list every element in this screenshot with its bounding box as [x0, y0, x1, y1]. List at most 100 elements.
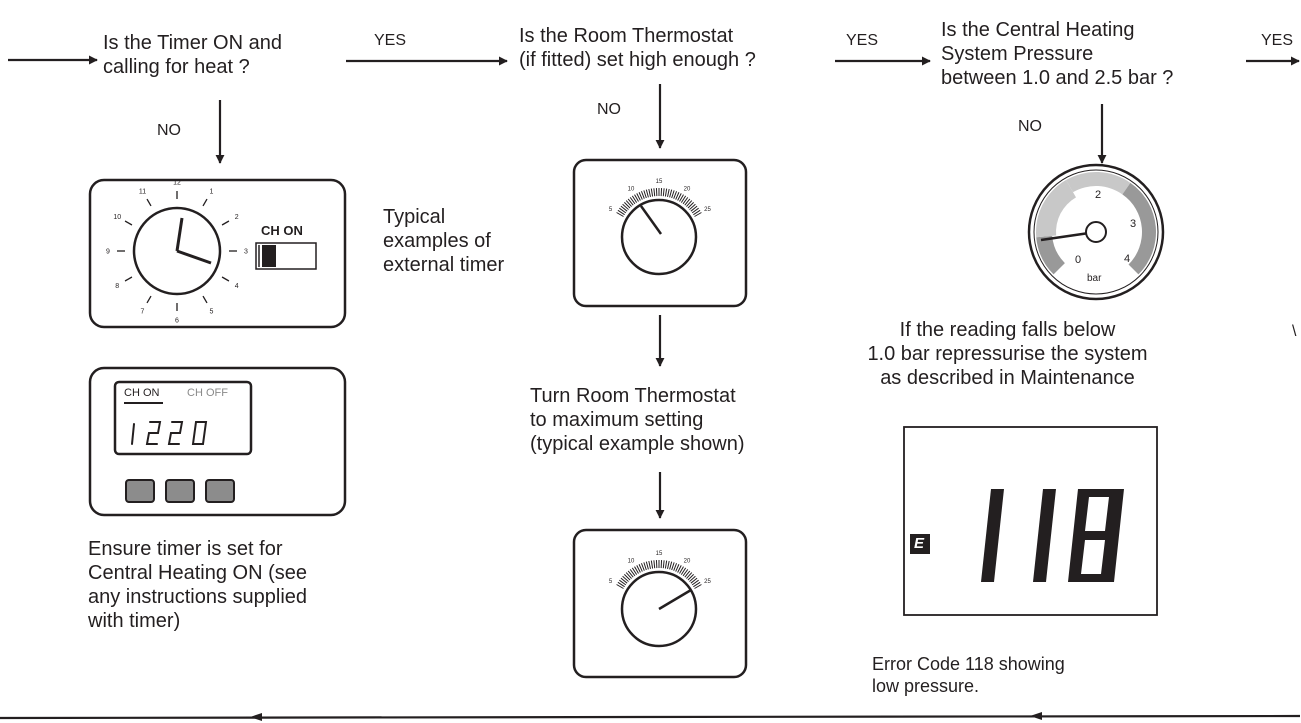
scale-tick: [675, 564, 680, 572]
scale-tick: [616, 584, 624, 589]
scale-tick: [640, 563, 645, 571]
scale-tick: [643, 190, 647, 199]
gauge-label: 0: [1075, 254, 1081, 266]
scale-tick: [648, 188, 651, 197]
scale-tick: [620, 205, 628, 212]
scale-tick: [671, 190, 675, 199]
thermostat-dial-low: [620, 198, 698, 276]
scale-tick: [664, 560, 668, 569]
scale-tick: [622, 203, 629, 210]
scale-tick: [664, 188, 668, 197]
scale-tick: [691, 579, 699, 586]
gauge-label: 4: [1124, 253, 1130, 265]
clock-tick: [221, 220, 230, 226]
clock-number: 7: [141, 308, 145, 315]
scale-tick: [693, 209, 701, 216]
scale-tick: [667, 560, 670, 569]
thermostat-instruction: Turn Room Thermostat to maximum setting …: [530, 385, 745, 455]
clock-number: 3: [244, 249, 248, 256]
scale-tick: [650, 188, 654, 197]
scale-tick: [690, 205, 698, 212]
scale-tick: [662, 560, 665, 569]
scale-tick: [689, 203, 696, 210]
gauge-band-light: [1035, 180, 1076, 238]
clock-minute-hand: [176, 249, 212, 265]
clock-number: 6: [175, 318, 179, 325]
timer-note: Typical examples of external timer: [383, 206, 505, 276]
no-label-1: NO: [157, 122, 181, 139]
clock-tick: [146, 295, 152, 304]
scale-tick: [689, 575, 696, 582]
scale-tick: [662, 188, 665, 197]
clock-hour-hand: [175, 217, 184, 252]
timer-button-1[interactable]: [125, 479, 155, 503]
ch-switch-label: CH ON: [261, 223, 303, 238]
scale-tick: [622, 575, 629, 582]
edge-fragment: \: [1292, 323, 1297, 340]
clock-number: 9: [106, 249, 110, 256]
scale-tick: [686, 200, 693, 207]
yes-label-3: YES: [1261, 32, 1294, 49]
scale-tick: [693, 581, 701, 588]
gauge-label: 1: [1061, 216, 1067, 228]
scale-tick: [653, 188, 656, 197]
error-code-digits: [981, 489, 1124, 582]
clock-number: 8: [115, 283, 119, 290]
scale-tick: [638, 564, 643, 572]
clock-number: 1: [210, 189, 214, 196]
scale-tick: [625, 572, 632, 579]
scale-label: 5: [609, 579, 613, 585]
scale-tick: [617, 581, 625, 588]
scale-tick: [627, 198, 634, 206]
scale-tick: [667, 188, 670, 197]
scale-label: 20: [684, 187, 691, 193]
scale-tick: [675, 192, 680, 200]
question-timer: Is the Timer ON and calling for heat ?: [103, 32, 282, 78]
scale-tick: [645, 189, 649, 198]
no-label-3: NO: [1018, 118, 1042, 135]
clock-tick: [146, 198, 152, 207]
gauge-unit-label: bar: [1087, 273, 1102, 284]
scale-tick: [650, 560, 654, 569]
scale-tick: [669, 561, 673, 570]
gauge-band-low: [1036, 235, 1065, 275]
scale-tick: [680, 195, 687, 203]
scale-tick: [682, 569, 689, 577]
return-arrowhead-1: [250, 713, 262, 721]
pressure-note: If the reading falls below 1.0 bar repre…: [867, 319, 1148, 389]
gauge-band-ok: [1066, 172, 1131, 195]
scale-tick: [680, 567, 687, 575]
scale-tick: [684, 198, 691, 206]
scale-tick: [673, 191, 678, 199]
error-prefix: E: [914, 535, 925, 552]
timer-button-3[interactable]: [205, 479, 235, 503]
digital-ch-on-label: CH ON: [124, 387, 160, 399]
thermostat-pointer-max: [658, 588, 692, 611]
scale-tick: [694, 584, 702, 589]
gauge-label: 2: [1095, 189, 1101, 201]
scale-tick: [673, 563, 678, 571]
scale-tick: [648, 560, 651, 569]
scale-tick: [619, 579, 627, 586]
scale-tick: [616, 212, 624, 217]
scale-tick: [623, 573, 631, 581]
yes-label-1: YES: [374, 32, 407, 49]
scale-tick: [653, 560, 656, 569]
scale-tick: [623, 201, 631, 209]
return-arrowhead-2: [1030, 712, 1042, 720]
scale-label: 20: [684, 559, 691, 565]
clock-number: 12: [173, 180, 181, 187]
error-prefix-box: [910, 534, 930, 554]
clock-number: 2: [235, 214, 239, 221]
scale-label: 5: [609, 207, 613, 213]
scale-tick: [634, 194, 639, 202]
clock-number: 11: [139, 189, 146, 196]
scale-tick: [625, 200, 632, 207]
thermostat-pointer-low: [639, 205, 663, 235]
no-label-2: NO: [597, 101, 621, 118]
timer-button-2[interactable]: [165, 479, 195, 503]
scale-tick: [627, 570, 634, 578]
